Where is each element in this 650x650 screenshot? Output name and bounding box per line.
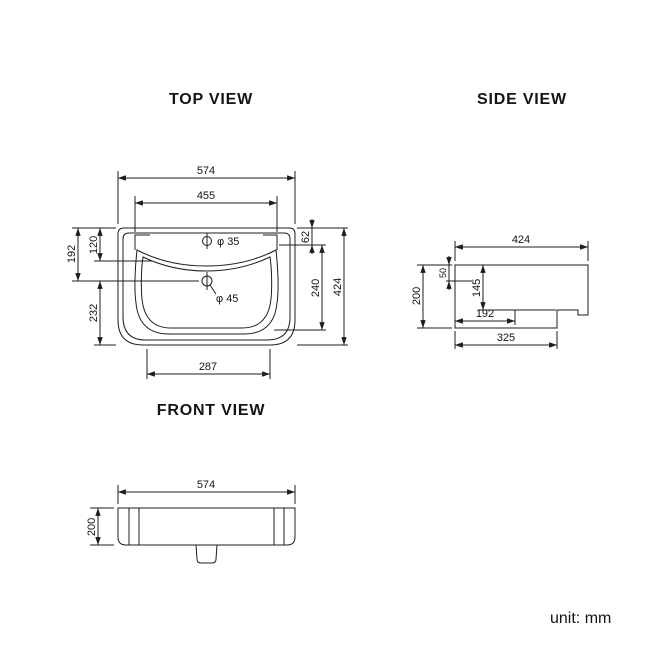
deck-notch-left xyxy=(134,234,150,250)
basin-outer-outline xyxy=(117,227,296,346)
dim-label-232: 232 xyxy=(88,304,100,322)
dim-side-bottom-front: 192 xyxy=(454,308,516,324)
dim-label-50: 50 xyxy=(438,268,448,278)
side-profile-outline xyxy=(454,264,589,329)
dim-side-depth: 424 xyxy=(454,234,589,261)
top-view-title: TOP VIEW xyxy=(169,91,253,108)
dim-label-455: 455 xyxy=(197,190,215,202)
dim-top-left-depth: 192 xyxy=(66,227,199,282)
dim-label-574: 574 xyxy=(197,165,215,177)
dim-label-62: 62 xyxy=(300,231,312,243)
dim-label-drain-hole: φ 45 xyxy=(216,293,238,305)
dim-top-inner-width: 455 xyxy=(134,190,278,232)
dim-top-right-top: 62 xyxy=(279,219,326,254)
dim-top-right-mid: 240 xyxy=(274,244,326,331)
bowl-inner-edge xyxy=(140,256,273,329)
dim-label-120: 120 xyxy=(88,236,100,254)
dim-side-rim: 50 xyxy=(438,256,452,290)
dim-top-bowl-depth: 232 xyxy=(88,280,116,346)
dim-side-bottom-depth: 325 xyxy=(454,331,558,349)
dim-label-325: 325 xyxy=(497,332,515,344)
dim-label-424: 424 xyxy=(512,234,530,246)
bowl-outer-edge xyxy=(134,249,279,335)
unit-label: unit: mm xyxy=(550,610,611,627)
front-view-title: FRONT VIEW xyxy=(157,402,266,419)
basin-inner-outline xyxy=(122,232,291,341)
drain-leader-line xyxy=(209,284,217,295)
dim-top-overall-width: 574 xyxy=(117,165,296,224)
drain-stub xyxy=(195,544,218,564)
dim-label-200: 200 xyxy=(411,287,423,305)
dim-front-width: 574 xyxy=(117,479,296,504)
dim-top-overall-depth: 424 xyxy=(297,227,348,346)
dim-label-145: 145 xyxy=(471,279,483,297)
front-view: FRONT VIEW 574 200 xyxy=(86,402,296,564)
dim-label-240: 240 xyxy=(310,279,322,297)
front-profile-outline xyxy=(117,507,296,546)
dim-label-192: 192 xyxy=(66,245,78,263)
dim-front-height: 200 xyxy=(86,507,114,546)
dim-label-192: 192 xyxy=(476,308,494,320)
dim-label-faucet-hole: φ 35 xyxy=(217,236,239,248)
dim-side-back-height: 145 xyxy=(471,264,556,311)
dim-side-height: 200 xyxy=(411,264,452,329)
top-view: TOP VIEW φ 35 φ 45 574 xyxy=(66,91,348,379)
dim-top-deck-depth: 120 xyxy=(88,227,152,262)
dim-label-200: 200 xyxy=(86,518,98,536)
dim-label-287: 287 xyxy=(199,361,217,373)
dim-label-574: 574 xyxy=(197,479,215,491)
side-view: SIDE VIEW 424 200 xyxy=(411,91,589,349)
dim-top-bottom-width: 287 xyxy=(146,349,271,379)
dim-label-424: 424 xyxy=(332,278,344,296)
side-view-title: SIDE VIEW xyxy=(477,91,567,108)
deck-notch-right xyxy=(263,234,278,250)
